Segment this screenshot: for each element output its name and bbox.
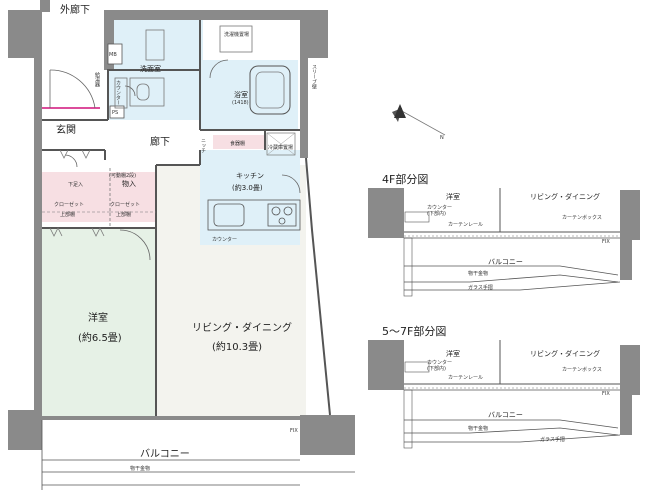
kitchen-size: (約3.0畳) (232, 183, 263, 192)
closet-1-label: クローゼット (54, 201, 84, 208)
balcony-outline (41, 420, 355, 490)
living-dining-label: リビング・ダイニング (192, 321, 292, 334)
fridge-label: 冷蔵庫置場 (268, 144, 293, 151)
ps-label: PS (112, 110, 118, 116)
meter-label: 給湯器 (94, 71, 100, 88)
floor57-title: 5〜7F部分図 (382, 324, 446, 338)
closet-doors[interactable] (49, 149, 105, 237)
floor57-handrail: 物干金物 (468, 425, 488, 432)
sleeve-wall-label: スリーブ壁 (311, 64, 317, 89)
toilet-icon (136, 83, 150, 101)
kitchen-counter-label: カウンター (212, 236, 237, 243)
north-label: N (440, 135, 444, 141)
western-room-area (42, 228, 156, 416)
floor57-living-dining: リビング・ダイニング (530, 349, 600, 358)
entrance-label: 玄関 (56, 123, 76, 136)
floor57-plan (368, 340, 640, 449)
bathtub-inner (255, 71, 285, 109)
kitchen-counter (207, 199, 301, 231)
bathtub-icon (249, 65, 291, 115)
floor4-fix: FIX (602, 239, 610, 245)
closet-area (42, 172, 156, 222)
floor57-fix: FIX (602, 391, 610, 397)
floor4-counter: カウンター (427, 204, 452, 211)
storage-note: (可動棚2段) (109, 172, 136, 179)
stove-icon (267, 203, 297, 227)
floor4-curtain-rail: カーテンレール (448, 222, 483, 228)
floor4-western-room: 洋室 (446, 192, 460, 201)
washer-space (219, 25, 253, 53)
structural-walls (8, 0, 355, 455)
floor57-balcony: バルコニー (488, 411, 523, 419)
washroom-storage (145, 29, 165, 61)
bathroom-size: (1418) (232, 100, 249, 106)
floor57-glass-rail: ガラス手摺 (540, 436, 565, 443)
vanity (129, 77, 165, 107)
floor57-curtain-rail: カーテンレール (448, 375, 483, 381)
storage-label: 物入 (122, 179, 136, 188)
floor4-balcony: バルコニー (488, 258, 523, 266)
counter-small-label: カウンター (115, 80, 121, 105)
mb-label: MB (109, 52, 117, 58)
door-swings[interactable] (49, 59, 301, 261)
north-arrow (392, 104, 446, 136)
floor57-western-room: 洋室 (446, 349, 460, 358)
balcony-label: バルコニー (140, 448, 190, 460)
pantry-area (213, 135, 265, 149)
floor57-counter-note: (下部内) (427, 365, 446, 372)
floor57-counter: カウンター (427, 359, 452, 366)
corridor-label: 外廊下 (60, 3, 90, 16)
floor4-living-dining: リビング・ダイニング (530, 192, 600, 201)
mb-box (107, 43, 123, 65)
fridge-cross-b (266, 132, 296, 156)
western-room-label: 洋室 (88, 311, 108, 324)
western-room-size: (約6.5畳) (78, 331, 122, 344)
kitchen-area (200, 150, 300, 245)
niche-label: ニッチ (200, 138, 206, 153)
floor4-curtain-box: カーテンボックス (562, 214, 602, 221)
floor4-handrail: 物干金物 (468, 270, 488, 277)
washroom-label: 洗面室 (140, 64, 161, 73)
fix-label: FIX (290, 428, 298, 434)
handrail-label: 物干金物 (130, 465, 150, 472)
closet-2-label: クローゼット (110, 201, 140, 208)
bathroom-area (200, 60, 298, 130)
bathroom-label: 浴室 (234, 90, 248, 99)
interior-walls (42, 20, 331, 416)
floor4-plan (368, 188, 640, 297)
floor57-curtain-box: カーテンボックス (562, 366, 602, 373)
upper-shelf-2: 上部棚 (116, 211, 131, 218)
washer-label: 洗濯機置場 (224, 31, 249, 38)
toilet-counter (114, 77, 128, 109)
fridge-space (266, 132, 296, 156)
floor4-glass-rail: ガラス手摺 (468, 284, 493, 291)
floor4-counter-note: (下部内) (427, 210, 446, 217)
upper-shelf-1: 上部棚 (60, 211, 75, 218)
floor4-title: 4F部分図 (382, 172, 428, 186)
pantry-label: 食器棚 (230, 140, 245, 147)
hallway-label: 廊下 (150, 135, 170, 148)
living-dining-size: (約10.3畳) (212, 340, 262, 353)
ps-box (109, 105, 125, 119)
shoe-box-label: 下足入 (68, 182, 83, 188)
sink-icon (213, 203, 245, 227)
kitchen-label: キッチン (236, 172, 264, 180)
